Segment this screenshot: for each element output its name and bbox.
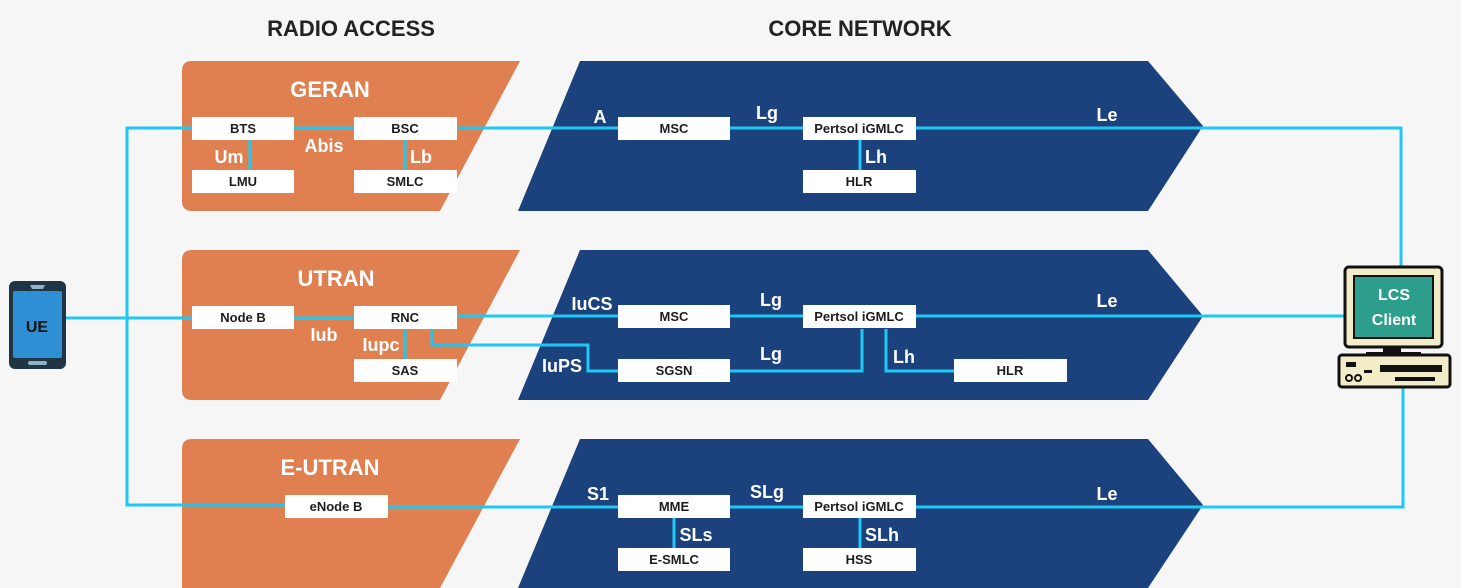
nodeb-label: Node B bbox=[220, 310, 266, 325]
le-interface-label-eutran: Le bbox=[1096, 484, 1117, 504]
msc-box-utran bbox=[618, 305, 730, 328]
sgsn-label: SGSN bbox=[656, 363, 693, 378]
link-le-geran bbox=[915, 126, 1403, 270]
lh-interface-label-geran: Lh bbox=[865, 147, 887, 167]
gmlc-box-geran bbox=[803, 117, 916, 140]
lmu-box bbox=[192, 170, 294, 193]
geran-title: GERAN bbox=[290, 77, 369, 102]
hlr-box-geran bbox=[803, 170, 916, 193]
hlr-label-utran: HLR bbox=[997, 363, 1024, 378]
msc-box-geran bbox=[618, 117, 730, 140]
mme-box bbox=[618, 495, 730, 518]
link-ue-bus bbox=[125, 126, 286, 507]
phone-icon bbox=[9, 281, 66, 369]
bts-label: BTS bbox=[230, 121, 256, 136]
bts-box bbox=[192, 117, 294, 140]
um-interface-label: Um bbox=[214, 147, 243, 167]
link-sgsn-gmlc bbox=[729, 329, 864, 373]
enodeb-box bbox=[285, 495, 388, 518]
link-gmlc-hlr-utran bbox=[884, 329, 955, 373]
esmlc-box bbox=[618, 548, 730, 571]
sgsn-box bbox=[618, 359, 730, 382]
lg-interface-label-utran-msc: Lg bbox=[760, 290, 782, 310]
link-rnc-sgsn bbox=[430, 329, 619, 373]
eutran-title: E-UTRAN bbox=[281, 455, 380, 480]
smlc-box bbox=[354, 170, 457, 193]
link-le-eutran bbox=[915, 386, 1405, 509]
lh-interface-label-utran: Lh bbox=[893, 347, 915, 367]
le-interface-label-utran: Le bbox=[1096, 291, 1117, 311]
abis-interface-label: Abis bbox=[304, 136, 343, 156]
nodeb-box bbox=[192, 306, 294, 329]
sas-box bbox=[354, 359, 457, 382]
gmlc-label-eutran: Pertsol iGMLC bbox=[814, 499, 904, 514]
lmu-label: LMU bbox=[229, 174, 257, 189]
ue-label: UE bbox=[26, 319, 49, 336]
connection-lines bbox=[64, 126, 1405, 549]
msc-label-geran: MSC bbox=[660, 121, 690, 136]
bsc-label: BSC bbox=[391, 121, 419, 136]
lb-interface-label: Lb bbox=[410, 147, 432, 167]
esmlc-label: E-SMLC bbox=[649, 552, 699, 567]
gmlc-box-utran bbox=[803, 305, 916, 328]
msc-label-utran: MSC bbox=[660, 309, 690, 324]
smlc-label: SMLC bbox=[387, 174, 424, 189]
hlr-label-geran: HLR bbox=[846, 174, 873, 189]
enodeb-label: eNode B bbox=[310, 499, 363, 514]
lcs-client-label-line2: Client bbox=[1372, 312, 1417, 329]
utran-title: UTRAN bbox=[298, 266, 375, 291]
hlr-box-utran bbox=[954, 359, 1067, 382]
gmlc-label-geran: Pertsol iGMLC bbox=[814, 121, 904, 136]
hss-label: HSS bbox=[846, 552, 873, 567]
rnc-box bbox=[354, 306, 457, 329]
core-network-header: CORE NETWORK bbox=[768, 16, 951, 41]
gmlc-label-utran: Pertsol iGMLC bbox=[814, 309, 904, 324]
bsc-box bbox=[354, 117, 457, 140]
lg-interface-label-geran: Lg bbox=[756, 103, 778, 123]
iupc-interface-label: Iupc bbox=[362, 335, 399, 355]
le-interface-label-geran: Le bbox=[1096, 105, 1117, 125]
sls-interface-label: SLs bbox=[679, 525, 712, 545]
computer-icon bbox=[1337, 265, 1452, 389]
iub-interface-label: Iub bbox=[311, 325, 338, 345]
slh-interface-label: SLh bbox=[865, 525, 899, 545]
lcs-client-label-line1: LCS bbox=[1378, 287, 1410, 304]
mme-label: MME bbox=[659, 499, 690, 514]
iucs-interface-label: IuCS bbox=[571, 294, 612, 314]
s1-interface-label: S1 bbox=[587, 484, 609, 504]
radio-access-header: RADIO ACCESS bbox=[267, 16, 435, 41]
gmlc-box-eutran bbox=[803, 495, 916, 518]
iups-interface-label: IuPS bbox=[542, 356, 582, 376]
a-interface-label: A bbox=[594, 107, 607, 127]
rnc-label: RNC bbox=[391, 310, 420, 325]
sas-label: SAS bbox=[392, 363, 419, 378]
slg-interface-label: SLg bbox=[750, 482, 784, 502]
lg-interface-label-utran-sgsn: Lg bbox=[760, 344, 782, 364]
hss-box bbox=[803, 548, 916, 571]
